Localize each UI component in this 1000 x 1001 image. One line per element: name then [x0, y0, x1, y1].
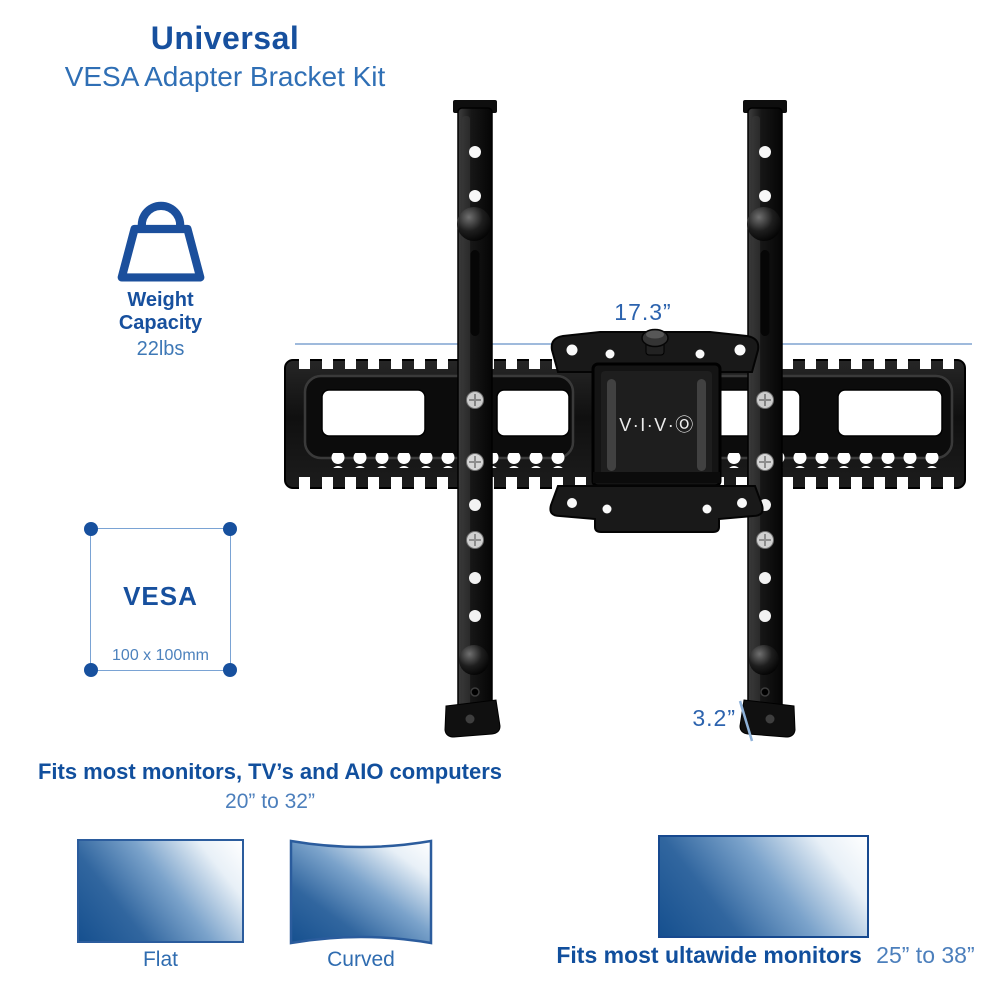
- flat-monitor-label: Flat: [142, 948, 178, 971]
- vesa-corner-dot: [223, 663, 237, 677]
- ultrawide-range: 25” to 38”: [876, 942, 975, 968]
- ultrawide-caption: Fits most ultawide monitors 25” to 38”: [538, 942, 993, 969]
- vesa-adapter-plate: V·I·V·Ⓞ: [549, 328, 764, 533]
- page-title: Universal: [150, 20, 300, 56]
- header: Universal VESA Adapter Bracket Kit: [15, 20, 435, 93]
- weight-capacity-value: 22lbs: [136, 338, 185, 360]
- compatibility-section: Fits most monitors, TV’s and AIO compute…: [10, 759, 530, 814]
- vesa-corner-dot: [84, 663, 98, 677]
- weight-capacity: Weight Capacity 22lbs: [88, 198, 233, 361]
- depth-dimension-line: [738, 700, 754, 742]
- depth-dimension-label: 3.2”: [692, 705, 736, 731]
- width-dimension-label: 17.3”: [614, 299, 672, 325]
- vesa-size: 100 x 100mm: [112, 647, 209, 664]
- vivo-logo: V·I·V·Ⓞ: [619, 415, 695, 435]
- right-rail: [739, 99, 796, 738]
- curved-monitor-label: Curved: [327, 948, 395, 971]
- flat-monitor-icon: [77, 839, 244, 943]
- vesa-corner-dot: [223, 522, 237, 536]
- weight-icon: [117, 201, 204, 282]
- compatibility-heading: Fits most monitors, TV’s and AIO compute…: [37, 759, 503, 784]
- weight-capacity-label: Weight Capacity: [118, 289, 203, 334]
- vesa-label: VESA: [123, 581, 198, 611]
- ultrawide-monitor-icon: [658, 835, 869, 938]
- ultrawide-heading: Fits most ultawide monitors: [556, 942, 862, 968]
- vesa-corner-dot: [84, 522, 98, 536]
- vesa-pattern-icon: VESA 100 x 100mm: [84, 522, 237, 677]
- left-rail: [444, 99, 501, 738]
- curved-monitor-icon: [289, 839, 433, 945]
- page-subtitle: VESA Adapter Bracket Kit: [64, 61, 386, 92]
- compatibility-range: 20” to 32”: [225, 790, 315, 813]
